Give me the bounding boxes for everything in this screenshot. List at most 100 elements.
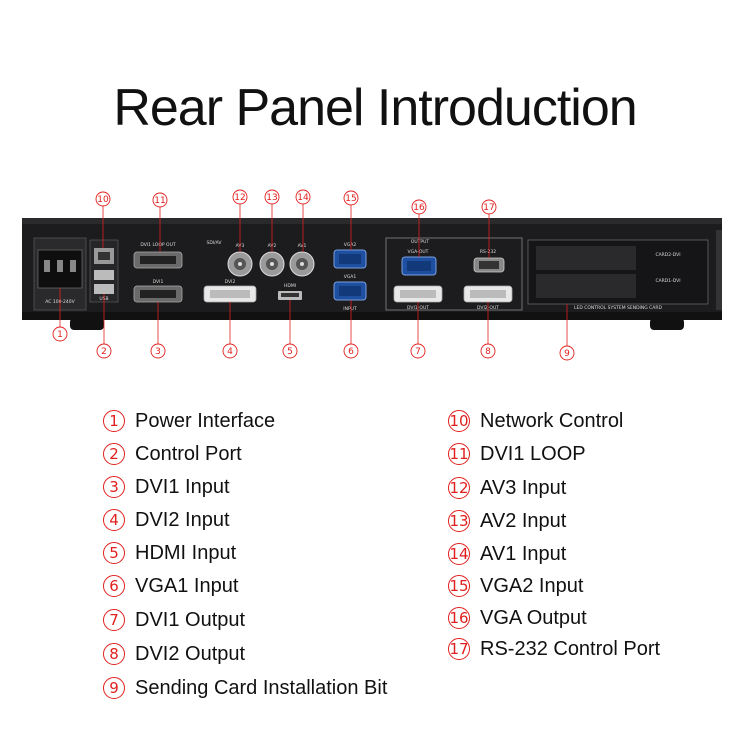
rs232-label: RS-232 bbox=[480, 249, 496, 255]
sdi-av-label: SDI/AV bbox=[206, 240, 222, 246]
legend-label: AV3 Input bbox=[480, 476, 567, 499]
output-section bbox=[385, 237, 523, 311]
callout-num-11: 11 bbox=[154, 196, 165, 206]
legend-label: HDMI Input bbox=[135, 541, 237, 564]
dvi1-label: DVI1 bbox=[153, 279, 164, 285]
legend-number: 9 bbox=[103, 677, 125, 699]
legend-number: 1 bbox=[103, 410, 125, 432]
callout-1 bbox=[52, 326, 68, 342]
callout-2 bbox=[96, 343, 112, 359]
vga1-label: VGA1 bbox=[344, 274, 357, 280]
legend-item-5: 5 HDMI Input bbox=[103, 540, 236, 566]
legend-item-7: 7 DVI1 Output bbox=[103, 607, 245, 633]
legend-label: DVI2 Output bbox=[135, 642, 246, 665]
callout-8 bbox=[480, 343, 496, 359]
callout-num-16: 16 bbox=[413, 203, 425, 213]
callout-14 bbox=[295, 189, 311, 205]
usb-port-2 bbox=[94, 284, 114, 294]
callout-num-4: 4 bbox=[227, 347, 233, 357]
card2-label: CARD2-DVI bbox=[655, 252, 680, 258]
av2-bnc-port bbox=[259, 251, 285, 277]
callout-9 bbox=[559, 345, 575, 361]
av1-label: AV1 bbox=[298, 243, 307, 249]
callout-num-9: 9 bbox=[564, 349, 570, 359]
power-label: AC 100-240V bbox=[45, 299, 75, 305]
legend-number: 16 bbox=[448, 607, 470, 629]
legend-item-1: 1 Power Interface bbox=[103, 408, 275, 434]
legend-number: 11 bbox=[448, 443, 470, 465]
callout-num-14: 14 bbox=[297, 193, 309, 203]
callout-num-8: 8 bbox=[485, 347, 491, 357]
callout-10 bbox=[95, 191, 111, 207]
callout-3 bbox=[150, 343, 166, 359]
legend-item-4: 4 DVI2 Input bbox=[103, 507, 230, 533]
legend-number: 13 bbox=[448, 510, 470, 532]
legend-item-17: 17 RS-232 Control Port bbox=[448, 636, 660, 662]
legend-number: 17 bbox=[448, 638, 470, 660]
legend-label: AV1 Input bbox=[480, 542, 567, 565]
legend-label: Power Interface bbox=[135, 409, 276, 432]
legend-item-10: 10 Network Control bbox=[448, 408, 623, 434]
callout-13 bbox=[264, 189, 280, 205]
callout-num-10: 10 bbox=[97, 195, 109, 205]
legend-item-3: 3 DVI1 Input bbox=[103, 474, 230, 500]
card1-label: CARD1-DVI bbox=[655, 278, 680, 284]
callout-num-3: 3 bbox=[155, 347, 161, 357]
callout-num-17: 17 bbox=[483, 203, 494, 213]
output-label: OUTPUT bbox=[411, 239, 430, 245]
callout-6 bbox=[343, 343, 359, 359]
legend-item-12: 12 AV3 Input bbox=[448, 475, 566, 501]
callout-num-6: 6 bbox=[348, 347, 354, 357]
hdmi-label: HDMI bbox=[284, 283, 296, 289]
card-slot-label: LED CONTROL SYSTEM SENDING CARD bbox=[574, 305, 663, 311]
legend-number: 14 bbox=[448, 543, 470, 565]
callout-15 bbox=[343, 190, 359, 206]
callout-12 bbox=[232, 189, 248, 205]
foot-left bbox=[70, 318, 104, 330]
foot-right bbox=[650, 318, 684, 330]
callout-num-12: 12 bbox=[234, 193, 245, 203]
legend-label: VGA Output bbox=[480, 606, 587, 629]
legend-number: 3 bbox=[103, 476, 125, 498]
callout-num-5: 5 bbox=[287, 347, 293, 357]
legend-label: Network Control bbox=[480, 409, 624, 432]
callout-num-15: 15 bbox=[345, 194, 356, 204]
dvi2-label: DVI2 bbox=[225, 279, 236, 285]
legend-number: 8 bbox=[103, 643, 125, 665]
legend-item-9: 9 Sending Card Installation Bit bbox=[103, 675, 387, 701]
callout-num-13: 13 bbox=[266, 193, 277, 203]
callout-7 bbox=[410, 343, 426, 359]
callout-4 bbox=[222, 343, 238, 359]
legend-item-8: 8 DVI2 Output bbox=[103, 641, 245, 667]
callout-num-1: 1 bbox=[57, 330, 63, 340]
legend-item-13: 13 AV2 Input bbox=[448, 508, 566, 534]
page-title: Rear Panel Introduction bbox=[113, 79, 637, 137]
legend-number: 15 bbox=[448, 575, 470, 597]
legend-number: 4 bbox=[103, 509, 125, 531]
legend-item-11: 11 DVI1 LOOP bbox=[448, 441, 586, 467]
legend-label: DVI2 Input bbox=[135, 508, 230, 531]
legend-label: Control Port bbox=[135, 442, 242, 465]
dvi-loop-label: DVI1 LOOP OUT bbox=[140, 242, 175, 248]
vga2-label: VGA2 bbox=[344, 242, 357, 248]
callout-11 bbox=[152, 192, 168, 208]
legend-label: AV2 Input bbox=[480, 509, 567, 532]
legend-number: 6 bbox=[103, 575, 125, 597]
av3-bnc-port bbox=[227, 251, 253, 277]
vga-out-label: VGA-OUT bbox=[408, 249, 429, 255]
legend-label: DVI1 LOOP bbox=[480, 442, 586, 465]
callout-16 bbox=[411, 199, 427, 215]
legend-label: Sending Card Installation Bit bbox=[135, 676, 388, 699]
callout-num-2: 2 bbox=[101, 347, 107, 357]
legend-number: 12 bbox=[448, 477, 470, 499]
legend-item-6: 6 VGA1 Input bbox=[103, 573, 238, 599]
legend-item-16: 16 VGA Output bbox=[448, 605, 587, 631]
av1-bnc-port bbox=[289, 251, 315, 277]
legend-label: VGA1 Input bbox=[135, 574, 239, 597]
legend-label: DVI1 Input bbox=[135, 475, 230, 498]
legend-label: RS-232 Control Port bbox=[480, 637, 661, 660]
legend-item-14: 14 AV1 Input bbox=[448, 541, 566, 567]
input-label: INPUT bbox=[343, 306, 357, 312]
usb-port-1 bbox=[94, 270, 114, 280]
